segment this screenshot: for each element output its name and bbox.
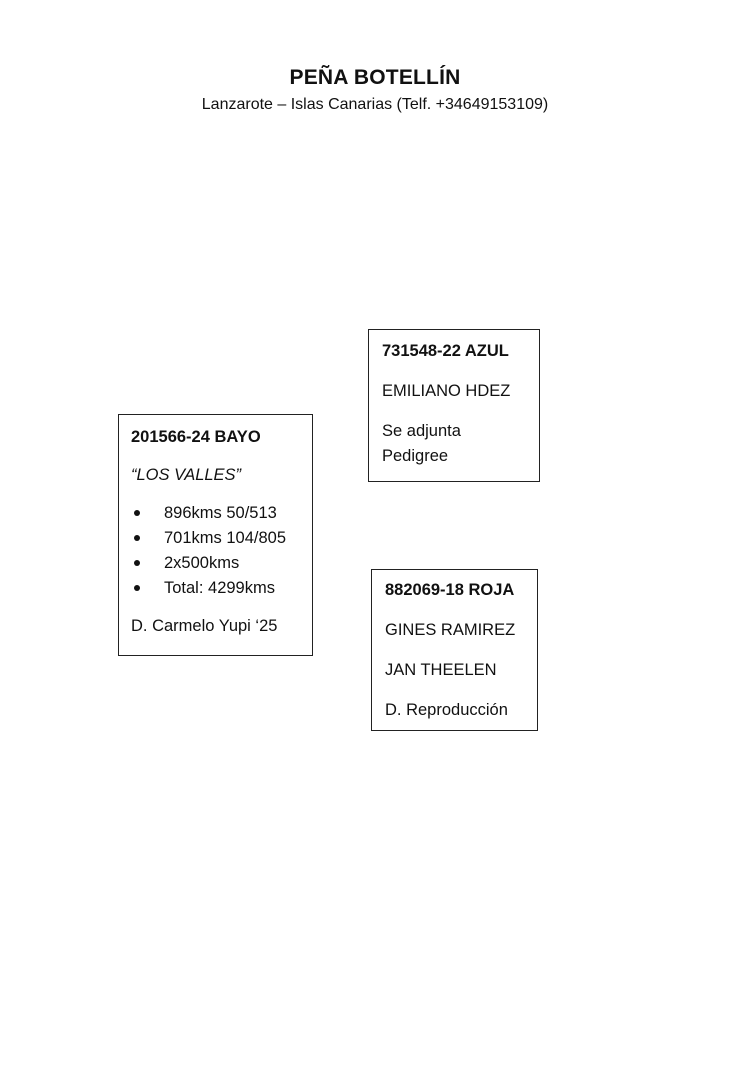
card-azul-ring: 731548-22 AZUL: [382, 342, 509, 360]
page-title: PEÑA BOTELLÍN: [289, 66, 461, 89]
page-subtitle: Lanzarote – Islas Canarias (Telf. +34649…: [201, 96, 549, 113]
card-bayo-results: 896kms 50/513 701kms 104/805 2x500kms To…: [131, 501, 300, 601]
bullet-icon: [134, 585, 140, 591]
card-azul-owner: EMILIANO HDEZ: [382, 382, 511, 400]
card-roja: 882069-18 ROJA GINES RAMIREZ JAN THEELEN…: [371, 569, 538, 731]
card-bayo: 201566-24 BAYO “LOS VALLES” 896kms 50/51…: [118, 414, 313, 656]
list-item: 701kms 104/805: [131, 526, 300, 551]
list-item: 896kms 50/513: [131, 501, 300, 526]
card-bayo-footer: D. Carmelo Yupi ‘25: [131, 617, 278, 635]
card-bayo-ring: 201566-24 BAYO: [131, 428, 261, 446]
card-bayo-name: “LOS VALLES”: [131, 466, 242, 484]
bullet-icon: [134, 535, 140, 541]
card-roja-line2: JAN THEELEN: [385, 661, 497, 679]
card-roja-ring: 882069-18 ROJA: [385, 581, 515, 599]
list-item: 2x500kms: [131, 551, 300, 576]
card-azul: 731548-22 AZUL EMILIANO HDEZ Se adjunta …: [368, 329, 540, 482]
card-roja-line3: D. Reproducción: [385, 701, 508, 719]
result-text: 701kms 104/805: [164, 529, 287, 547]
result-text: 896kms 50/513: [164, 504, 277, 522]
result-text: 2x500kms: [164, 554, 240, 572]
card-roja-line1: GINES RAMIREZ: [385, 621, 516, 639]
card-azul-note: Se adjunta Pedigree: [382, 422, 461, 465]
result-text: Total: 4299kms: [164, 579, 275, 597]
bullet-icon: [134, 560, 140, 566]
bullet-icon: [134, 510, 140, 516]
list-item: Total: 4299kms: [131, 576, 300, 601]
